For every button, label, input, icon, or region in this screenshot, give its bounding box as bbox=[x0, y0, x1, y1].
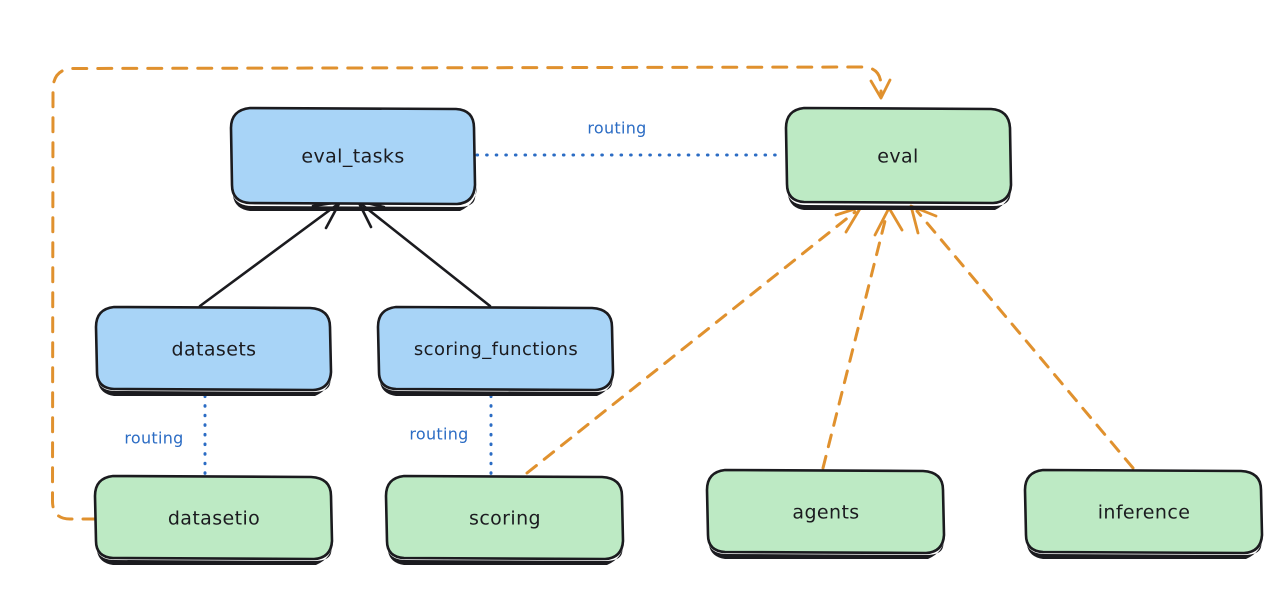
node-eval[interactable]: eval bbox=[784, 106, 1013, 210]
routing-edges-group bbox=[203, 153, 786, 476]
edge-datasetio-to-eval[interactable] bbox=[50, 65, 892, 521]
node-label-scoring-functions: scoring_functions bbox=[414, 339, 578, 360]
composition-edges-group bbox=[198, 199, 492, 308]
edge-inference-to-eval[interactable] bbox=[909, 204, 1135, 470]
node-label-eval: eval bbox=[877, 146, 918, 168]
edge-agents-to-eval[interactable] bbox=[821, 206, 904, 470]
node-scoring[interactable]: scoring bbox=[384, 474, 625, 565]
edge-label-routing-scoring-functions: routing bbox=[409, 425, 468, 444]
node-scoring-functions[interactable]: scoring_functions bbox=[376, 305, 615, 396]
node-label-inference: inference bbox=[1098, 502, 1191, 524]
node-label-datasets: datasets bbox=[172, 339, 257, 361]
node-eval-tasks[interactable]: eval_tasks bbox=[229, 106, 477, 211]
edge-label-routing-eval-tasks: routing bbox=[587, 119, 646, 138]
node-datasetio[interactable]: datasetio bbox=[93, 474, 334, 565]
node-agents[interactable]: agents bbox=[705, 468, 946, 559]
node-label-agents: agents bbox=[792, 502, 859, 524]
node-inference[interactable]: inference bbox=[1023, 468, 1264, 559]
node-label-scoring: scoring bbox=[469, 508, 541, 530]
node-label-datasetio: datasetio bbox=[168, 508, 260, 530]
node-datasets[interactable]: datasets bbox=[94, 305, 333, 396]
edge-label-routing-datasets: routing bbox=[124, 429, 183, 448]
edge-scoring-functions-to-eval-tasks[interactable] bbox=[356, 199, 492, 308]
node-label-eval-tasks: eval_tasks bbox=[301, 146, 404, 168]
edge-labels-group: routing routing routing bbox=[124, 119, 646, 448]
edge-datasets-to-eval-tasks[interactable] bbox=[198, 200, 342, 308]
